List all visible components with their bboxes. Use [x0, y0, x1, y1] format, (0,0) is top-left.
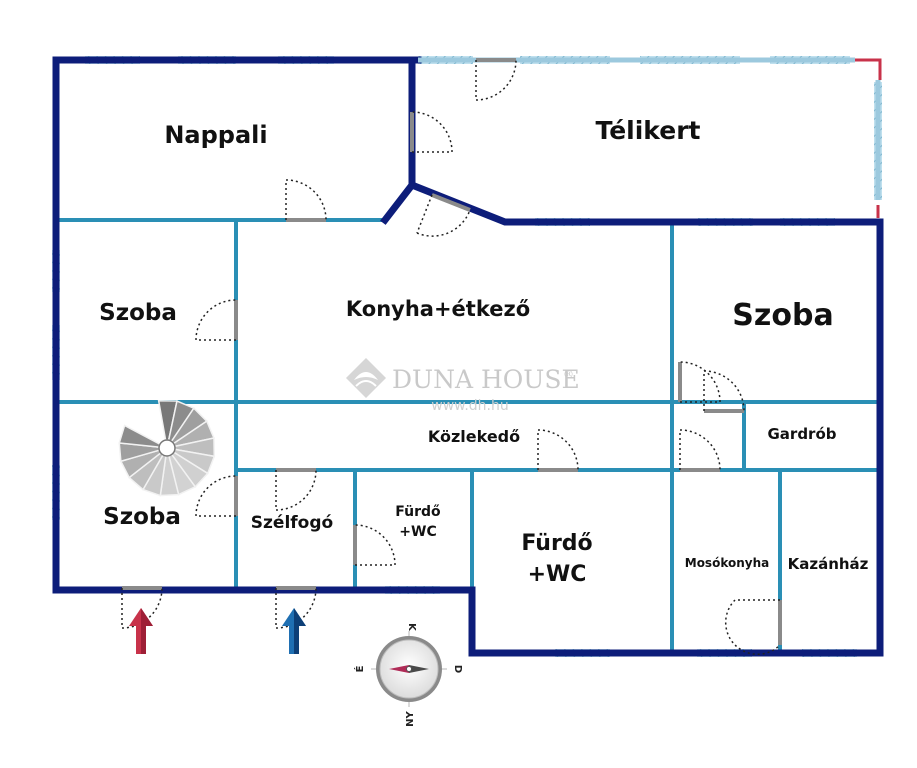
room-label-furdo-small-line2: +WC	[399, 524, 436, 540]
door-mosokonyha	[679, 429, 721, 472]
door-szoba-stair-bottom	[121, 586, 163, 629]
door-kazanhaz	[725, 599, 782, 655]
room-label-szoba-left: Szoba	[99, 300, 177, 326]
room-label-szelfogo: Szélfogó	[251, 513, 333, 533]
watermark-registered: ®	[563, 368, 574, 381]
stair-step	[118, 424, 161, 448]
outer-walls	[52, 56, 884, 657]
room-label-kazanhaz: Kazánház	[788, 555, 869, 573]
entrance-arrow-red	[129, 608, 153, 654]
door-konyha-telikert	[416, 193, 471, 237]
room-label-szoba-right: Szoba	[732, 298, 833, 333]
doors	[121, 58, 782, 655]
watermark: DUNA HOUSE ® www.dh.hu	[346, 358, 580, 414]
door-szoba-left	[195, 299, 238, 341]
door-szoba-right	[678, 361, 721, 403]
door-szoba-stair	[195, 475, 238, 517]
room-label-nappali: Nappali	[164, 121, 267, 149]
telikert-corner-door	[855, 58, 882, 218]
room-label-mosokonyha: Mosókonyha	[685, 556, 769, 570]
door-kozlekedo	[275, 468, 317, 511]
room-label-gardrob: Gardrób	[767, 425, 836, 443]
door-furdo-small	[353, 524, 396, 566]
room-label-furdo-small-line1: Fürdő	[395, 504, 441, 520]
duna-house-logo-icon	[346, 358, 386, 398]
door-gardrob	[703, 370, 745, 413]
entrance-arrow-blue	[282, 608, 306, 654]
room-label-kozlekedo: Közlekedő	[428, 427, 520, 446]
room-labels: Nappali Télikert Szoba Konyha+étkező Szo…	[99, 116, 869, 587]
door-telikert-top	[475, 58, 517, 101]
room-label-furdo-big-line2: +WC	[528, 562, 587, 587]
watermark-brand: DUNA HOUSE	[392, 365, 580, 394]
door-nappali-bottom	[285, 179, 327, 222]
room-label-telikert: Télikert	[595, 116, 700, 145]
compass-south: NY	[405, 710, 416, 726]
compass-west: É	[353, 665, 366, 672]
room-label-furdo-big-line1: Fürdő	[521, 531, 592, 556]
door-nappali-right	[410, 111, 453, 153]
room-label-konyha: Konyha+étkező	[346, 297, 530, 321]
door-furdo-big	[537, 429, 579, 472]
watermark-url: www.dh.hu	[431, 398, 508, 414]
compass-east: D	[452, 665, 463, 673]
compass-north: K	[406, 623, 417, 632]
door-szelfogo-bottom	[275, 586, 317, 629]
compass-icon: K D NY É	[353, 623, 463, 727]
room-label-szoba-stair: Szoba	[103, 504, 181, 530]
spiral-staircase-icon	[118, 399, 216, 497]
